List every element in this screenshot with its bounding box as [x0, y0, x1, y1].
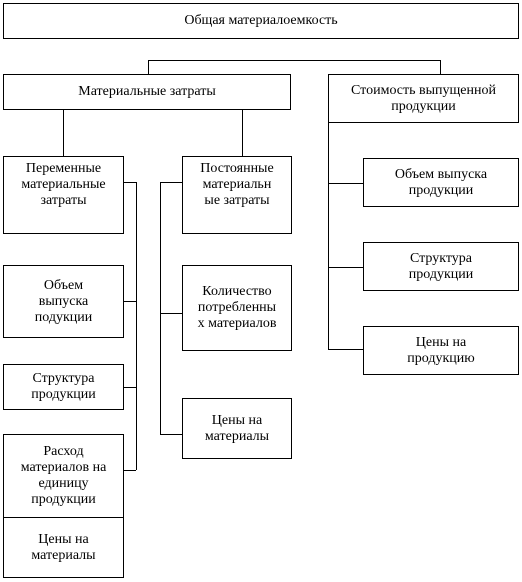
- node-fixed-consumed-quantity: Количество потребленны х материалов: [182, 265, 292, 351]
- node-variable-material-prices: Цены на материалы: [3, 517, 124, 578]
- node-variable-output-volume: Объем выпуска подукции: [3, 265, 124, 338]
- node-output-value: Стоимость выпущенной продукции: [328, 74, 519, 123]
- node-material-costs: Материальные затраты: [3, 74, 291, 110]
- node-variable-consumption-per-unit: Расход материалов на единицу продукции: [3, 434, 124, 518]
- node-fixed-material-costs: Постоянные материальн ые затраты: [182, 156, 292, 234]
- node-variable-product-structure: Структура продукции: [3, 364, 124, 410]
- node-total-material-intensity: Общая материалоемкость: [3, 3, 519, 39]
- node-output-structure: Структура продукции: [363, 242, 519, 291]
- node-fixed-material-prices: Цены на материалы: [182, 398, 292, 459]
- node-output-prices: Цены на продукцию: [363, 326, 519, 375]
- node-variable-material-costs: Переменные материальные затраты: [3, 156, 124, 234]
- node-output-volume: Объем выпуска продукции: [363, 158, 519, 207]
